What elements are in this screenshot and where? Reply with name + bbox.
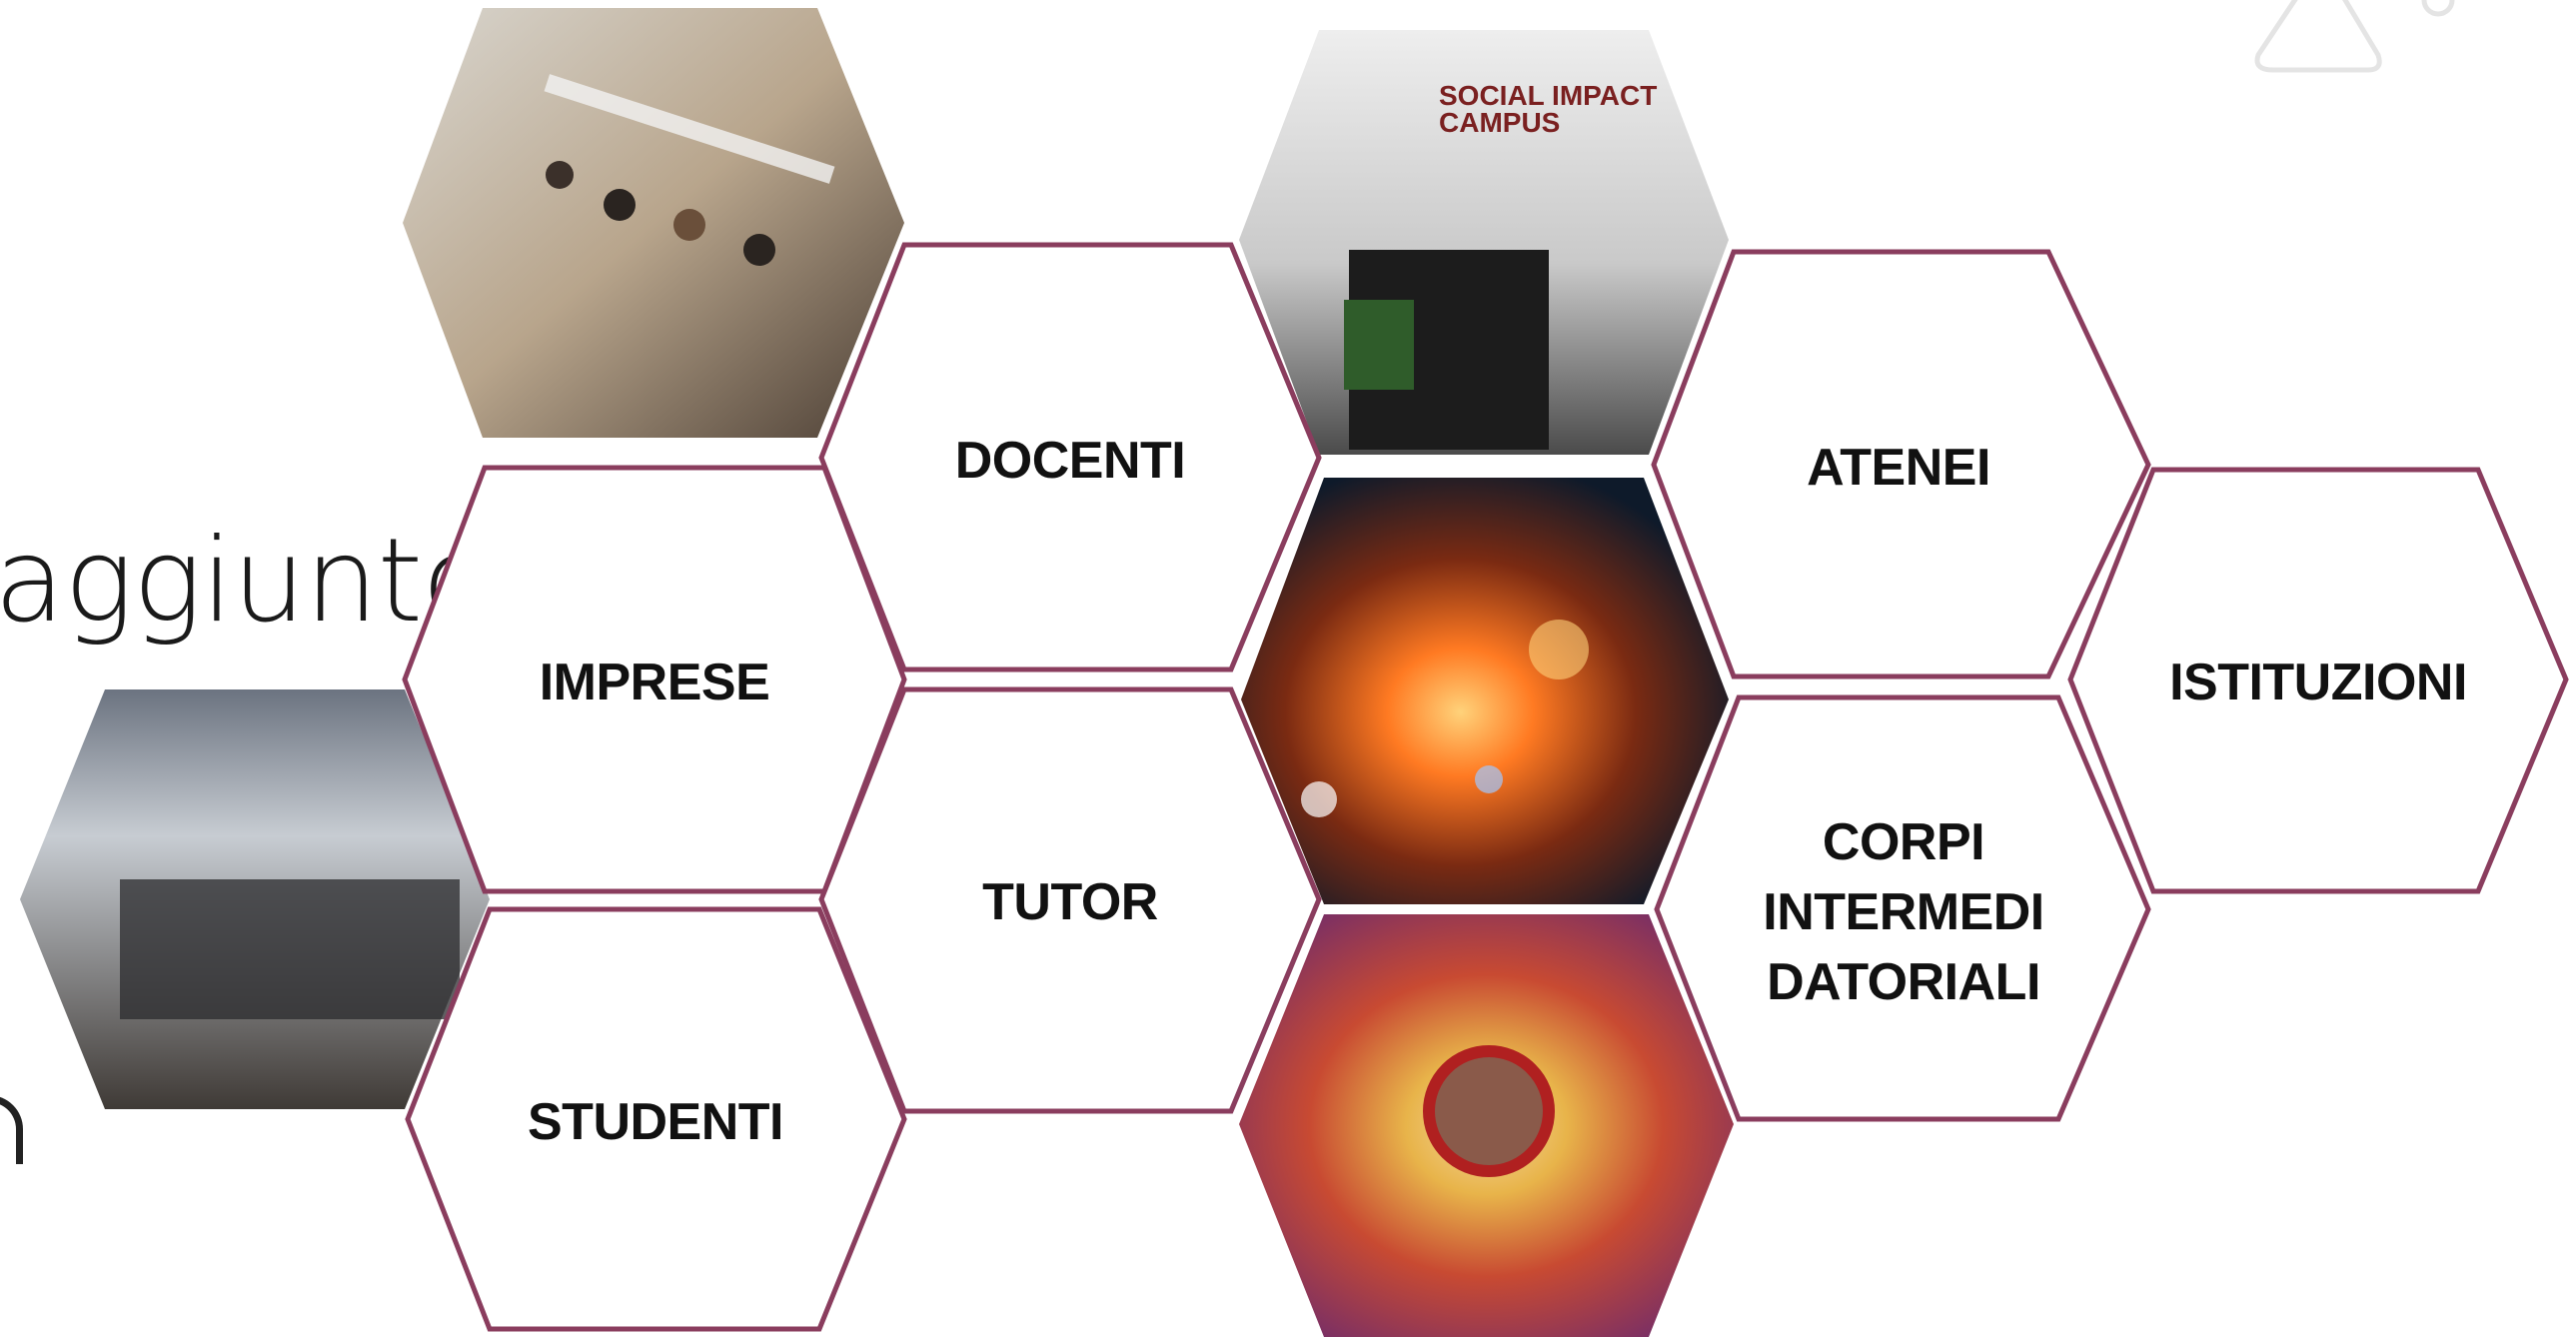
hex-label-atenei: ATENEI	[1807, 439, 1990, 497]
photo-conference-room	[403, 8, 904, 438]
photo-group-standing	[20, 689, 490, 1109]
hex-label-istituzioni-line: ISTITUZIONI	[2169, 654, 2467, 711]
hex-label-docenti-line: DOCENTI	[955, 432, 1186, 490]
hex-label-imprese: IMPRESE	[540, 654, 770, 711]
hex-label-atenei-line: ATENEI	[1807, 439, 1990, 497]
hex-label-imprese-line: IMPRESE	[540, 654, 770, 711]
photo-string-art	[1239, 914, 1734, 1337]
photo-neural-network	[1241, 478, 1729, 904]
hex-label-corpi-intermedi-datoriali-line: CORPI	[1823, 813, 1984, 871]
logo-watermark-icon	[2254, 0, 2455, 73]
svg-text:SOCIAL IMPACT: SOCIAL IMPACT	[1439, 80, 1657, 111]
hex-tutor: TUTOR	[818, 686, 1322, 1114]
partial-heading-text: aggiunto	[0, 514, 493, 649]
photo-social-impact-campus: SOCIAL IMPACT CAMPUS	[1239, 30, 1729, 455]
hex-label-tutor-line: TUTOR	[982, 873, 1158, 931]
hex-label-tutor: TUTOR	[982, 873, 1158, 931]
hex-docenti: DOCENTI	[818, 242, 1322, 672]
hex-label-studenti-line: STUDENTI	[528, 1093, 783, 1151]
hex-label-corpi-intermedi-datoriali-line: DATORIALI	[1767, 953, 2040, 1011]
hex-label-corpi-intermedi-datoriali: CORPI INTERMEDI DATORIALI	[1763, 813, 2044, 1011]
hex-atenei: ATENEI	[1651, 249, 2151, 679]
hex-corpi-intermedi-datoriali: CORPI INTERMEDI DATORIALI	[1654, 694, 2151, 1122]
hex-label-studenti: STUDENTI	[528, 1093, 783, 1151]
hex-istituzioni: ISTITUZIONI	[2067, 467, 2569, 894]
hex-imprese: IMPRESE	[402, 465, 907, 894]
hex-label-istituzioni: ISTITUZIONI	[2169, 654, 2467, 711]
hex-label-docenti: DOCENTI	[955, 432, 1186, 490]
hex-studenti: STUDENTI	[405, 906, 907, 1332]
svg-text:CAMPUS: CAMPUS	[1439, 107, 1560, 138]
hex-label-corpi-intermedi-datoriali-line: INTERMEDI	[1763, 883, 2044, 941]
